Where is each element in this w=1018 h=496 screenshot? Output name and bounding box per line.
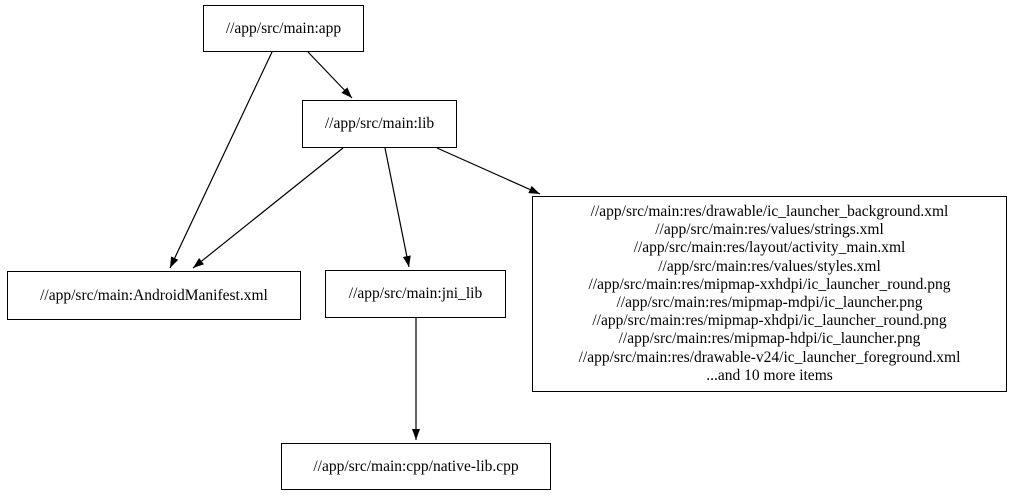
res-group-line: //app/src/main:res/drawable-v24/ic_launc… [578,348,961,366]
node-jni-lib-label: //app/src/main:jni_lib [348,285,483,302]
edge-lib-to-jni-lib [384,147,411,268]
node-jni-lib: //app/src/main:jni_lib [325,270,506,318]
res-group-line: //app/src/main:res/values/strings.xml [655,221,884,239]
node-native-lib-cpp-label: //app/src/main:cpp/native-lib.cpp [313,457,519,475]
node-lib-label: //app/src/main:lib [324,115,435,132]
res-group-line: //app/src/main:res/mipmap-xhdpi/ic_launc… [592,312,947,330]
res-group-line: //app/src/main:res/layout/activity_main.… [633,239,906,257]
edge-app-to-lib [307,51,353,99]
node-res-group: //app/src/main:res/drawable/ic_launcher_… [532,196,1007,392]
node-app-label: //app/src/main:app [225,19,342,37]
node-android-manifest-label: //app/src/main:AndroidManifest.xml [40,286,268,304]
node-app: //app/src/main:app [203,5,364,52]
res-group-line: //app/src/main:res/values/styles.xml [658,257,881,275]
res-group-more-items: ...and 10 more items [706,366,833,384]
edge-lib-to-res-group [436,147,541,195]
node-android-manifest: //app/src/main:AndroidManifest.xml [7,271,301,320]
res-group-line: //app/src/main:res/mipmap-hdpi/ic_launch… [618,330,921,348]
node-lib: //app/src/main:lib [302,100,457,148]
node-native-lib-cpp: //app/src/main:cpp/native-lib.cpp [281,443,551,490]
edge-lib-to-android-manifest [192,147,344,269]
edge-app-to-android-manifest [169,51,273,269]
res-group-line: //app/src/main:res/mipmap-xxhdpi/ic_laun… [588,275,951,293]
res-group-line: //app/src/main:res/drawable/ic_launcher_… [590,202,949,220]
res-group-line: //app/src/main:res/mipmap-mdpi/ic_launch… [616,294,923,311]
